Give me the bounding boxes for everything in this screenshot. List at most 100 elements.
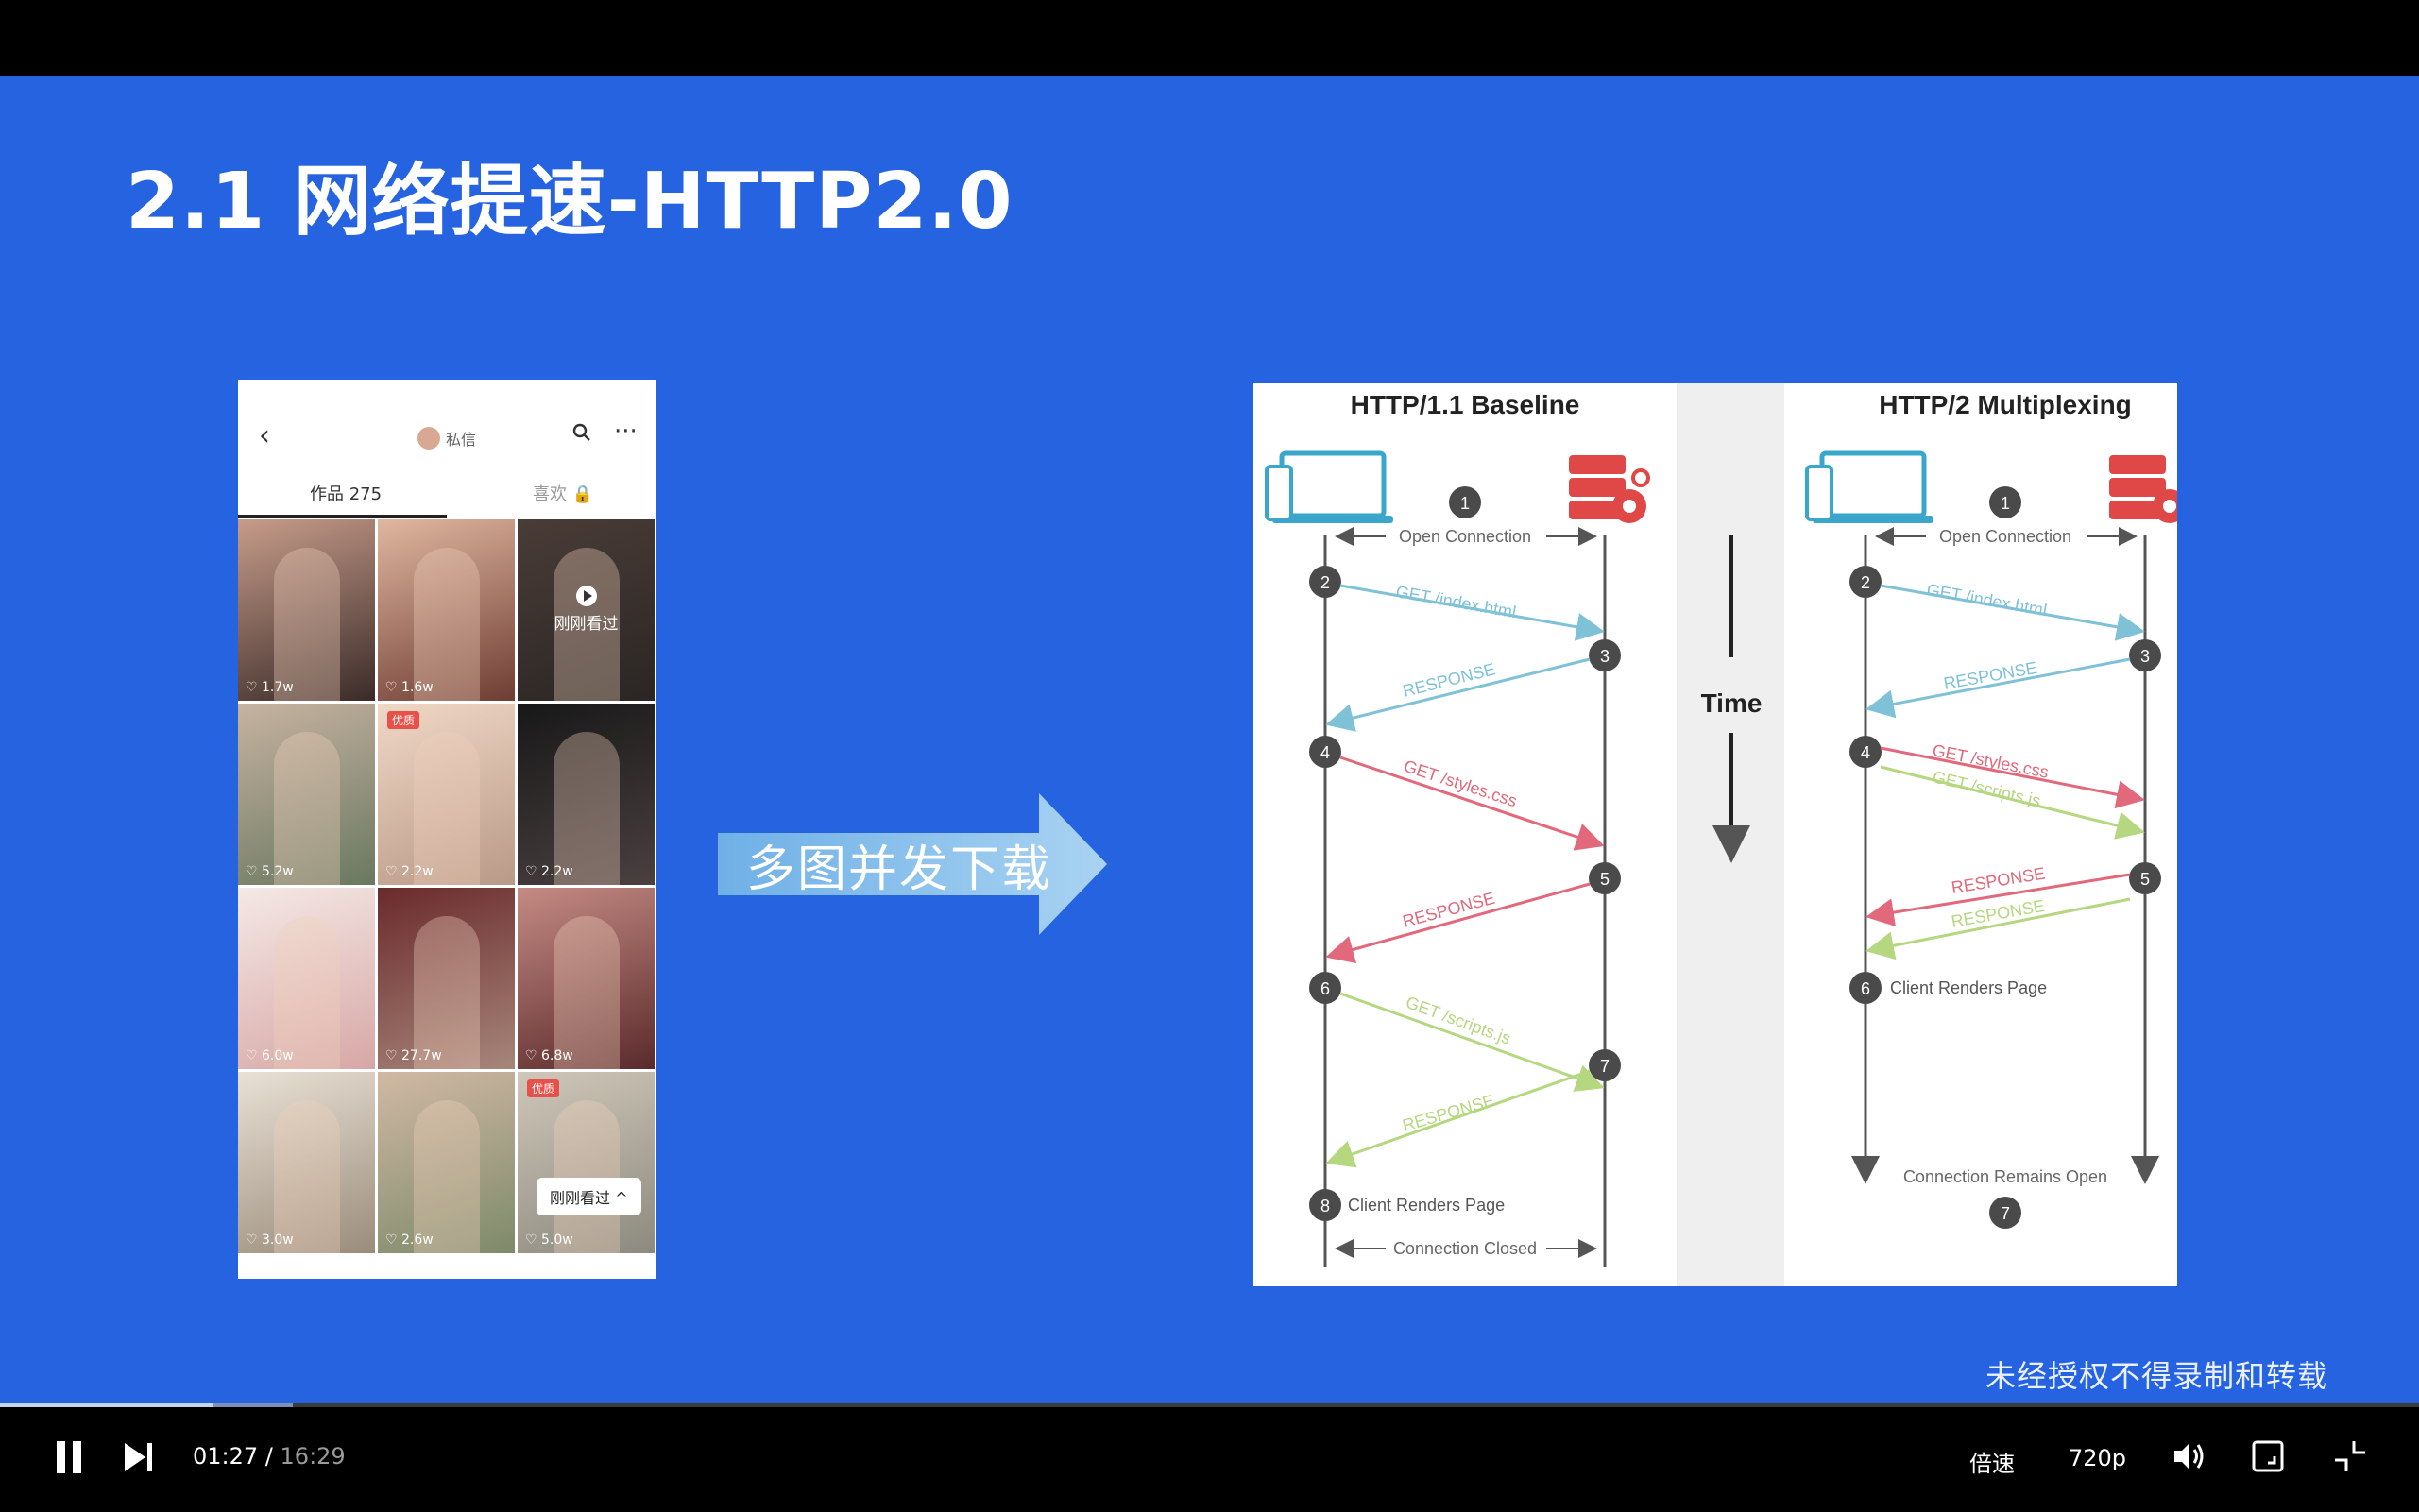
progress-played — [0, 1403, 213, 1407]
svg-text:1: 1 — [1460, 494, 1470, 513]
heart-icon: ♡ — [385, 1048, 402, 1063]
video-tile[interactable]: ♡ 1.6w — [378, 519, 515, 701]
svg-text:3: 3 — [2140, 647, 2150, 666]
likes-count: 2.6w — [401, 1232, 434, 1248]
server-icon-right — [2109, 455, 2177, 523]
video-tile[interactable]: ♡ 3.0w — [238, 1072, 375, 1253]
video-tile[interactable]: ♡ 1.7w — [238, 519, 375, 701]
concurrent-download-arrow: 多图并发下载 — [718, 793, 1115, 935]
svg-text:7: 7 — [1600, 1057, 1610, 1076]
tile-thumbnail — [554, 916, 620, 1069]
video-tile[interactable]: ♡ 6.8w — [518, 888, 655, 1069]
left-step-5-circle: 5 — [1589, 862, 1621, 894]
heart-icon: ♡ — [246, 1048, 263, 1063]
right-response-2: RESPONSE — [1950, 864, 2046, 897]
tile-likes: ♡ 5.0w — [525, 1232, 573, 1248]
tile-likes: ♡ 6.0w — [246, 1048, 294, 1063]
picture-in-picture-button[interactable] — [2251, 1439, 2285, 1473]
left-response-3: RESPONSE — [1401, 1091, 1497, 1135]
heart-icon: ♡ — [385, 1232, 402, 1248]
likes-count: 5.0w — [541, 1232, 573, 1248]
tile-thumbnail — [554, 732, 620, 885]
tile-likes: ♡ 2.6w — [385, 1232, 434, 1248]
tile-likes: ♡ 27.7w — [385, 1048, 442, 1063]
left-step-7-circle: 7 — [1589, 1049, 1621, 1081]
svg-text:2: 2 — [1320, 573, 1330, 592]
heart-icon: ♡ — [246, 864, 263, 879]
svg-text:6: 6 — [1861, 979, 1870, 998]
svg-text:5: 5 — [2140, 870, 2150, 889]
next-button[interactable] — [123, 1441, 155, 1473]
tile-thumbnail — [274, 1100, 340, 1253]
play-icon — [575, 586, 597, 606]
right-step-2-circle: 2 — [1849, 566, 1882, 598]
tile-thumbnail — [274, 548, 340, 701]
right-title: HTTP/2 Multiplexing — [1879, 390, 2132, 419]
watermark: 未经授权不得录制和转载 — [1985, 1358, 2329, 1394]
slide: 2.1 网络提速-HTTP2.0 ‹ 私信 ··· 作品 275 喜欢 🔒 ♡ … — [0, 76, 2419, 1407]
slide-title: 2.1 网络提速-HTTP2.0 — [126, 157, 1014, 246]
right-response-1: RESPONSE — [1942, 658, 2038, 693]
volume-icon — [2174, 1443, 2204, 1470]
tile-likes: ♡ 5.2w — [246, 864, 294, 879]
right-connection-remains: Connection Remains Open — [1903, 1167, 2107, 1186]
tile-thumbnail — [414, 916, 480, 1069]
heart-icon: ♡ — [525, 1048, 542, 1063]
right-step-3-circle: 3 — [2129, 639, 2161, 671]
tile-likes: ♡ 2.2w — [525, 864, 573, 879]
tile-likes: ♡ 1.6w — [385, 680, 434, 695]
pip-icon — [2252, 1440, 2284, 1472]
video-tile[interactable]: ♡ 5.2w — [238, 704, 375, 885]
tile-badge: 优质 — [527, 1079, 560, 1097]
svg-text:4: 4 — [1861, 743, 1870, 762]
http-diagram-svg: Time HTTP/1.1 Baseline — [1265, 383, 2177, 1286]
svg-text:1: 1 — [2001, 494, 2010, 513]
video-tile[interactable]: 优质刚刚看过 ^ ♡ 5.0w — [518, 1072, 655, 1253]
tile-thumbnail — [274, 732, 340, 885]
left-response-2: RESPONSE — [1401, 889, 1497, 931]
left-get-scripts: GET /scripts.js — [1404, 993, 1513, 1048]
arrow-shape — [718, 793, 1107, 935]
left-client-renders: Client Renders Page — [1348, 1196, 1505, 1215]
arrow-label: 多图并发下载 — [746, 841, 1053, 898]
quality-button[interactable]: 720p — [2069, 1445, 2127, 1471]
heart-icon: ♡ — [525, 1232, 542, 1248]
tab-likes: 喜欢 🔒 — [533, 484, 594, 504]
left-step-4-circle: 4 — [1309, 736, 1341, 768]
speed-button[interactable]: 倍速 — [1969, 1451, 2015, 1477]
tab-works: 作品 275 — [310, 484, 383, 504]
progress-bar[interactable] — [0, 1403, 2419, 1407]
time-label: Time — [1701, 688, 1763, 718]
client-icon-right — [1805, 450, 1933, 523]
svg-text:2: 2 — [1861, 573, 1870, 592]
left-step-1-circle: 1 — [1449, 486, 1481, 518]
pause-button[interactable] — [55, 1441, 83, 1473]
tile-thumbnail — [414, 1100, 480, 1253]
video-tile[interactable]: ♡ 2.2w — [518, 704, 655, 885]
heart-icon: ♡ — [385, 864, 402, 879]
video-tile[interactable]: 刚刚看过 — [518, 519, 655, 701]
likes-count: 6.0w — [262, 1048, 294, 1063]
likes-count: 3.0w — [262, 1232, 294, 1248]
time-display: 01:27 / 16:29 — [193, 1443, 346, 1470]
exit-fullscreen-button[interactable] — [2333, 1439, 2367, 1473]
tile-thumbnail — [554, 548, 620, 701]
video-tile[interactable]: ♡ 2.6w — [378, 1072, 515, 1253]
tile-thumbnail — [414, 732, 480, 885]
likes-count: 1.6w — [401, 680, 434, 695]
video-tile[interactable]: ♡ 27.7w — [378, 888, 515, 1069]
tile-thumbnail — [554, 1100, 620, 1253]
right-step-6-circle: 6 — [1849, 972, 1882, 1004]
video-tile[interactable]: ♡ 6.0w — [238, 888, 375, 1069]
next-icon — [125, 1443, 152, 1471]
likes-count: 5.2w — [262, 864, 294, 879]
recently-viewed-chip[interactable]: 刚刚看过 ^ — [537, 1178, 641, 1215]
right-step-4-circle: 4 — [1849, 736, 1882, 768]
phone-header: ‹ 私信 ··· — [238, 380, 656, 469]
video-tile[interactable]: 优质♡ 2.2w — [378, 704, 515, 885]
volume-button[interactable] — [2171, 1437, 2208, 1475]
likes-count: 2.2w — [401, 864, 434, 879]
heart-icon: ♡ — [385, 680, 402, 695]
svg-text:4: 4 — [1320, 743, 1330, 762]
